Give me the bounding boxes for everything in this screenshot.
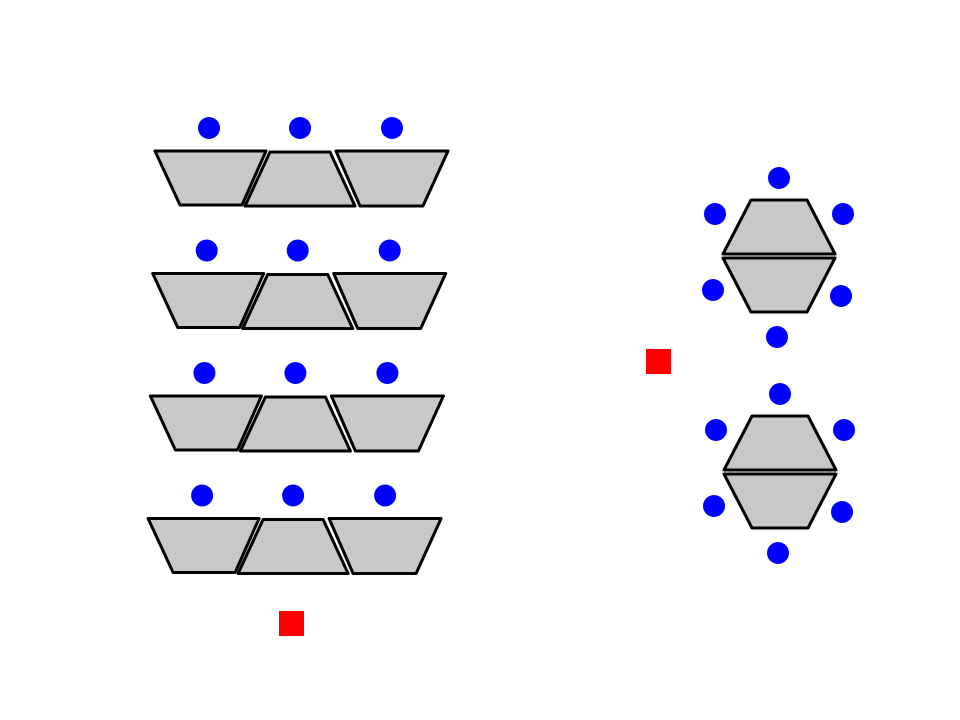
desk-row-4 (146, 484, 443, 575)
desk-cluster-1 (702, 167, 854, 348)
desk-row-1 (153, 117, 450, 208)
row-2-desk-right (332, 272, 448, 330)
row-1-desk-middle (243, 150, 357, 208)
row-4-seat-2 (282, 484, 305, 507)
cluster-1-desk-bottom (721, 256, 837, 314)
row-3-desk-right (329, 394, 445, 453)
desk-row-3 (148, 362, 445, 453)
row-4-desk-middle (236, 518, 350, 575)
row-3-seat-2 (284, 362, 307, 384)
row-1-desk-right (334, 149, 450, 208)
desk-cluster-2 (703, 383, 855, 564)
row-2-seat-1 (195, 239, 218, 262)
cluster-seating-section (702, 167, 855, 564)
teacher-marker-rows (279, 611, 304, 636)
row-2-seat-2 (286, 239, 309, 262)
row-4-seat-3 (374, 484, 397, 507)
row-4-desk-right (327, 517, 443, 575)
cluster-2-seat-4 (703, 495, 725, 517)
row-seating-section (146, 117, 450, 575)
teacher-marker-clusters (646, 349, 671, 374)
cluster-2-seat-3 (833, 419, 855, 441)
teacher-markers (279, 349, 671, 636)
row-1-seat-3 (381, 117, 403, 139)
cluster-1-seat-5 (830, 285, 852, 307)
cluster-2-seat-5 (831, 501, 853, 523)
row-3-seat-1 (193, 362, 216, 384)
cluster-2-seat-1 (769, 383, 791, 405)
row-1-seat-2 (289, 117, 311, 139)
cluster-1-seat-1 (768, 167, 790, 189)
cluster-2-desk-bottom (722, 472, 838, 530)
cluster-2-seat-6 (767, 542, 789, 564)
row-2-seat-3 (378, 239, 401, 262)
cluster-1-desk-top (721, 198, 837, 256)
row-2-desk-left (151, 272, 266, 329)
cluster-2-seat-2 (705, 419, 727, 441)
row-2-desk-middle (241, 273, 355, 330)
cluster-2-desk-top (722, 414, 838, 472)
cluster-1-seat-4 (702, 279, 724, 301)
row-3-seat-3 (376, 362, 399, 384)
cluster-1-seat-3 (832, 203, 854, 225)
row-4-seat-1 (191, 484, 214, 507)
row-1-desk-left (153, 149, 268, 207)
row-1-seat-1 (198, 117, 220, 139)
row-4-desk-left (146, 517, 261, 574)
row-3-desk-middle (238, 395, 352, 453)
cluster-1-seat-2 (704, 203, 726, 225)
row-3-desk-left (148, 394, 263, 452)
cluster-1-seat-6 (766, 326, 788, 348)
desk-row-2 (151, 239, 448, 330)
